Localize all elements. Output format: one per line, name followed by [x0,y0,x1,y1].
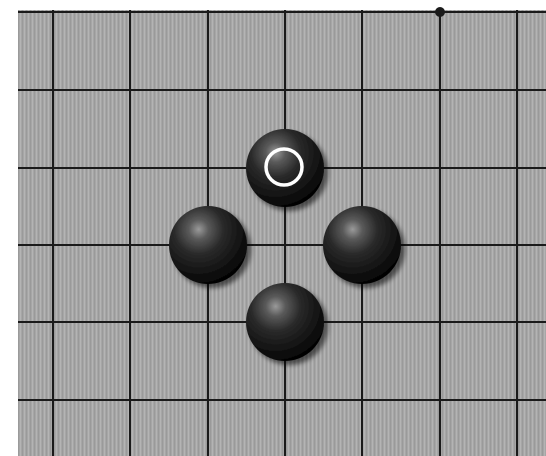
black-stone[interactable] [323,206,401,284]
stone-body [246,283,324,361]
board-margin-left [0,0,18,456]
black-stone[interactable] [169,206,247,284]
stone-body [246,129,324,207]
board-surface [18,10,546,456]
black-stone[interactable] [246,129,324,207]
stone-body [323,206,401,284]
star-points [435,7,445,17]
black-stone[interactable] [246,283,324,361]
board-margin-top [0,0,546,10]
stone-body [169,206,247,284]
star-point [435,7,445,17]
